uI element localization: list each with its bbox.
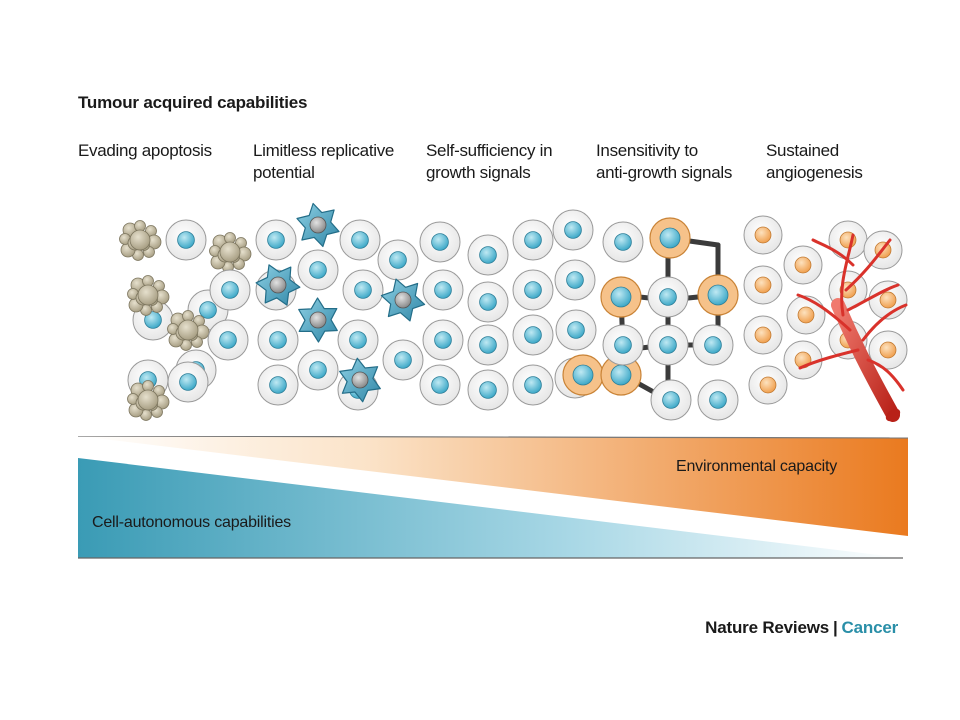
environmental-capacity-label: Environmental capacity <box>676 458 838 475</box>
normal-cell <box>743 265 783 305</box>
normal-cell <box>422 269 464 311</box>
figure-title: Tumour acquired capabilities <box>78 93 308 112</box>
normal-cell <box>339 219 381 261</box>
normal-cell <box>257 319 299 361</box>
normal-cell <box>467 234 509 276</box>
apoptotic-cell <box>127 275 170 316</box>
normal-cell <box>207 319 249 361</box>
replicating-cell <box>380 278 426 322</box>
normal-cell <box>297 249 339 291</box>
publisher-name: Nature Reviews <box>705 618 829 637</box>
replicating-cell <box>298 297 338 343</box>
normal-cell <box>422 319 464 361</box>
environmental-capacity-wedge <box>78 436 908 536</box>
normal-cell <box>209 269 251 311</box>
resistant-cell <box>697 274 739 316</box>
replicating-cell <box>255 264 301 306</box>
normal-cell <box>419 221 461 263</box>
cell-autonomous-wedge <box>78 458 908 560</box>
resistant-cell <box>562 354 604 396</box>
normal-cell <box>512 269 554 311</box>
blood-vessel <box>796 233 908 422</box>
label-angiogenesis: Sustained angiogenesis <box>766 141 863 182</box>
normal-cell <box>743 315 783 355</box>
normal-cell <box>165 219 207 261</box>
normal-cell <box>297 349 339 391</box>
normal-cell <box>748 365 788 405</box>
normal-cell <box>602 324 644 366</box>
normal-cell <box>783 245 823 285</box>
normal-cell <box>602 221 644 263</box>
normal-cell <box>467 281 509 323</box>
normal-cell <box>512 314 554 356</box>
replicating-cell <box>339 357 381 403</box>
normal-cell <box>743 215 783 255</box>
normal-cell <box>419 364 461 406</box>
normal-cell <box>255 219 297 261</box>
normal-cell <box>467 369 509 411</box>
normal-cell <box>342 269 384 311</box>
normal-cell <box>555 309 597 351</box>
label-evading-apoptosis: Evading apoptosis <box>78 141 212 160</box>
apoptotic-cell <box>127 380 170 421</box>
normal-cell <box>257 364 299 406</box>
normal-cell <box>868 330 908 370</box>
label-limitless-replicative: Limitless replicative potential <box>253 141 395 182</box>
label-self-sufficiency: Self-sufficiency in growth signals <box>426 141 553 182</box>
normal-cell <box>783 340 823 380</box>
normal-cell <box>167 361 209 403</box>
cell-autonomous-label: Cell-autonomous capabilities <box>92 514 291 531</box>
normal-cell <box>512 219 554 261</box>
apoptotic-cell <box>119 220 162 261</box>
normal-cell <box>467 324 509 366</box>
apoptotic-cell <box>209 232 252 273</box>
credit-separator: | <box>832 618 838 637</box>
normal-cell <box>512 364 554 406</box>
normal-cell <box>647 276 689 318</box>
label-insensitivity: Insensitivity to anti-growth signals <box>596 141 733 182</box>
normal-cell <box>692 324 734 366</box>
resistant-cell <box>649 217 691 259</box>
normal-cell <box>786 295 826 335</box>
cell-illustration <box>78 190 908 430</box>
normal-cell <box>650 379 692 421</box>
normal-cell <box>377 239 419 281</box>
normal-cell <box>552 209 594 251</box>
normal-cell <box>382 339 424 381</box>
normal-cell <box>554 259 596 301</box>
resistant-cell <box>600 276 642 318</box>
replicating-cell <box>296 202 340 248</box>
normal-cell <box>337 319 379 361</box>
cells-canvas <box>119 202 908 422</box>
normal-cell <box>647 324 689 366</box>
journal-credit: Nature Reviews|Cancer <box>705 618 898 638</box>
journal-name: Cancer <box>841 618 899 637</box>
normal-cell <box>697 379 739 421</box>
apoptotic-cell <box>167 310 210 351</box>
